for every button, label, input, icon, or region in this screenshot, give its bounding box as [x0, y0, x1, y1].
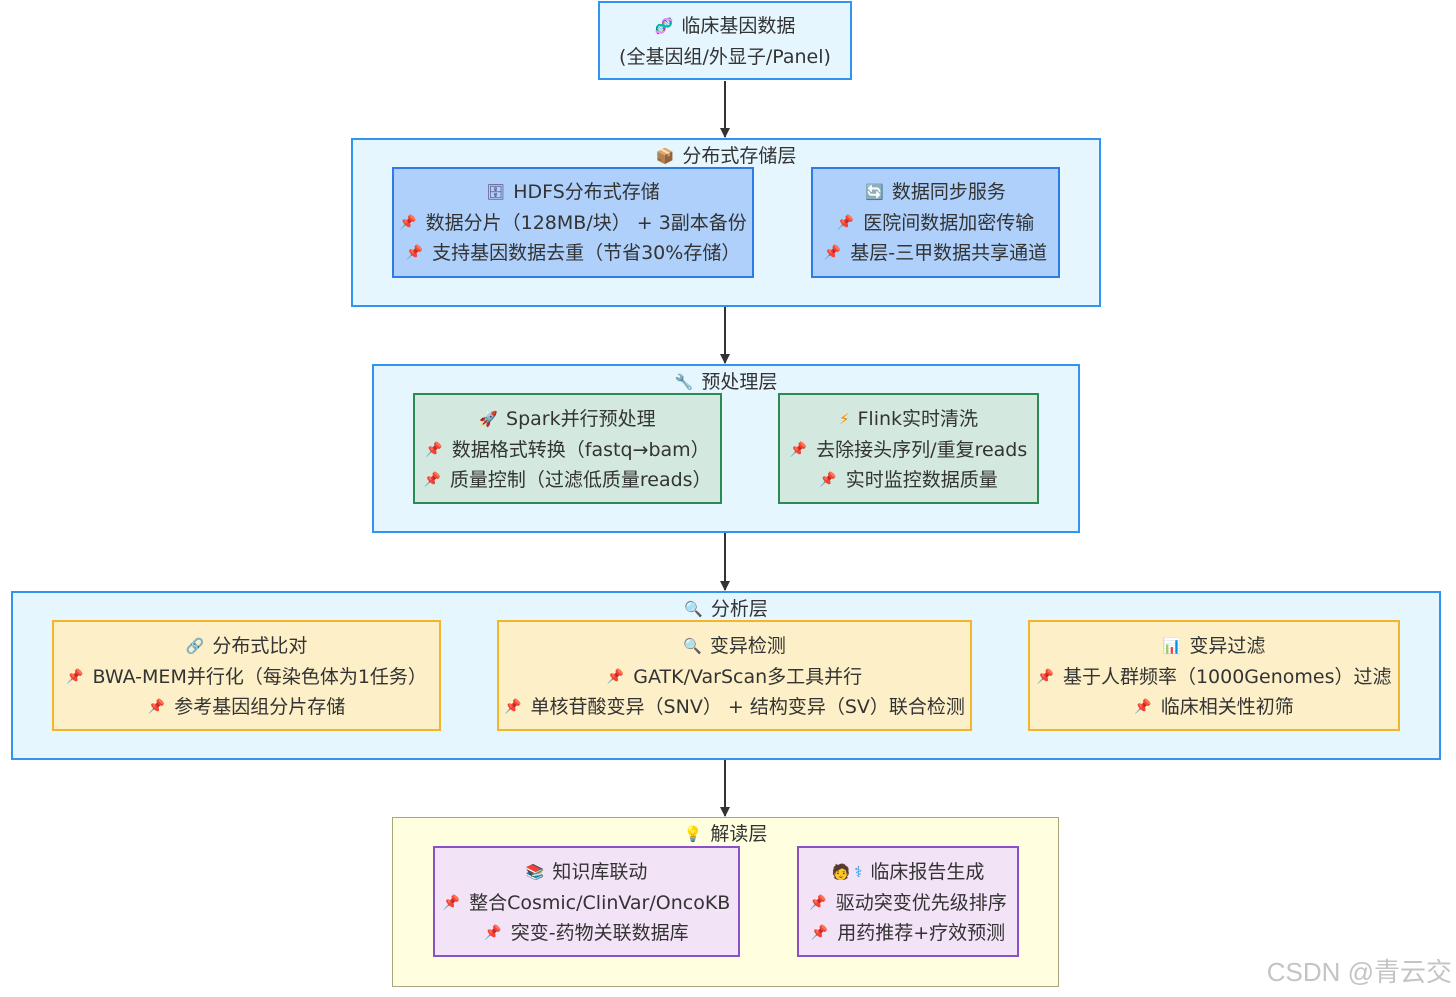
books-icon: 📚	[525, 863, 545, 881]
card-item: 基层-三甲数据共享通道	[850, 242, 1048, 264]
node-title: 临床基因数据	[681, 15, 796, 37]
card-item: 突变-药物关联数据库	[510, 922, 689, 944]
layer-title: 解读层	[710, 823, 768, 845]
lightning-icon: ⚡	[838, 410, 850, 428]
flink-cleaning-card: ⚡ Flink实时清洗 📌 去除接头序列/重复reads 📌 实时监控数据质量	[778, 393, 1039, 504]
lightbulb-icon: 💡	[683, 825, 703, 843]
package-icon: 📦	[655, 147, 675, 165]
magnifier-icon: 🔍	[684, 600, 703, 618]
pin-icon: 📌	[423, 472, 441, 488]
card-item: 数据格式转换（fastq→bam）	[451, 438, 710, 461]
card-item: 质量控制（过滤低质量reads）	[449, 469, 712, 491]
caduceus-icon: ⚕	[854, 863, 863, 881]
card-title: 临床报告生成	[870, 861, 985, 883]
card-item: 整合Cosmic/ClinVar/OncoKB	[469, 891, 731, 914]
card-item: 用药推荐+疗效预测	[837, 922, 1006, 944]
pin-icon: 📌	[147, 699, 166, 715]
layer-title: 分析层	[710, 598, 768, 620]
dna-icon: 🧬	[654, 17, 674, 35]
server-icon: 🗄	[486, 183, 506, 201]
layer-title: 分布式存储层	[682, 145, 797, 167]
pin-icon: 📌	[809, 894, 827, 911]
pin-icon: 📌	[425, 441, 443, 458]
pin-icon: 📌	[810, 925, 829, 941]
pin-icon: 📌	[819, 472, 837, 488]
pin-icon: 📌	[606, 668, 625, 685]
doctor-icon: 🧑	[831, 863, 851, 881]
card-item: 医院间数据加密传输	[863, 211, 1035, 234]
bar-chart-icon: 📊	[1162, 637, 1182, 655]
magnifier-icon: 🔍	[683, 637, 702, 655]
hdfs-storage-card: 🗄HDFS分布式存储 📌数据分片（128MB/块） + 3副本备份 📌支持基因数…	[392, 167, 754, 278]
card-item: 数据分片（128MB/块） + 3副本备份	[425, 211, 747, 234]
clinical-report-card: 🧑⚕ 临床报告生成 📌 驱动突变优先级排序 📌 用药推荐+疗效预测	[797, 846, 1019, 957]
card-item: 去除接头序列/重复reads	[816, 438, 1028, 461]
card-title: 变异过滤	[1189, 635, 1266, 657]
data-sync-card: 🔄 数据同步服务 📌 医院间数据加密传输 📌 基层-三甲数据共享通道	[811, 167, 1060, 278]
card-title: 知识库联动	[552, 861, 648, 883]
layer-title: 预处理层	[701, 371, 778, 393]
node-subtitle: (全基因组/外显子/Panel)	[619, 45, 831, 68]
card-item: 临床相关性初筛	[1160, 696, 1294, 718]
variant-filter-card: 📊 变异过滤 📌 基于人群频率（1000Genomes）过滤 📌 临床相关性初筛	[1028, 620, 1400, 731]
pin-icon: 📌	[66, 668, 84, 685]
card-title: Spark并行预处理	[506, 408, 656, 430]
pin-icon: 📌	[442, 894, 461, 911]
card-item: GATK/VarScan多工具并行	[633, 665, 863, 688]
knowledge-base-card: 📚 知识库联动 📌 整合Cosmic/ClinVar/OncoKB 📌 突变-药物关联…	[433, 846, 740, 957]
card-item: 参考基因组分片存储	[174, 696, 346, 718]
pin-icon: 📌	[823, 245, 842, 261]
card-item: 单核苷酸变异（SNV） + 结构变异（SV）联合检测	[530, 696, 965, 718]
spark-preprocess-card: 🚀 Spark并行预处理 📌 数据格式转换（fastq→bam） 📌 质量控制（过滤低…	[413, 393, 722, 504]
card-item: 实时监控数据质量	[845, 469, 998, 491]
rocket-icon: 🚀	[479, 410, 499, 428]
pin-icon: 📌	[405, 245, 424, 261]
card-title: 分布式比对	[212, 635, 308, 657]
card-title: Flink实时清洗	[857, 408, 979, 430]
wrench-icon: 🔧	[674, 373, 694, 391]
card-title: 数据同步服务	[891, 181, 1006, 203]
pin-icon: 📌	[1134, 699, 1152, 715]
clinical-genomic-data-node: 🧬 临床基因数据 (全基因组/外显子/Panel)	[598, 1, 852, 80]
card-item: BWA-MEM并行化（每染色体为1任务）	[92, 665, 427, 688]
distributed-alignment-card: 🔗 分布式比对 📌 BWA-MEM并行化（每染色体为1任务） 📌 参考基因组分片存储	[52, 620, 441, 731]
pin-icon: 📌	[399, 214, 417, 231]
pin-icon: 📌	[836, 214, 855, 231]
pin-icon: 📌	[1036, 668, 1054, 685]
pin-icon: 📌	[789, 441, 808, 458]
pin-icon: 📌	[484, 925, 502, 941]
card-title: 变异检测	[709, 635, 786, 657]
card-item: 驱动突变优先级排序	[835, 891, 1007, 914]
watermark: CSDN @青云交	[1266, 957, 1452, 987]
pin-icon: 📌	[504, 699, 522, 715]
link-icon: 🔗	[185, 637, 205, 655]
variant-detection-card: 🔍 变异检测 📌 GATK/VarScan多工具并行 📌 单核苷酸变异（SNV） + …	[497, 620, 972, 731]
card-item: 支持基因数据去重（节省30%存储）	[432, 242, 741, 264]
sync-icon: 🔄	[865, 183, 884, 201]
card-title: HDFS分布式存储	[513, 181, 660, 203]
card-item: 基于人群频率（1000Genomes）过滤	[1062, 665, 1392, 688]
